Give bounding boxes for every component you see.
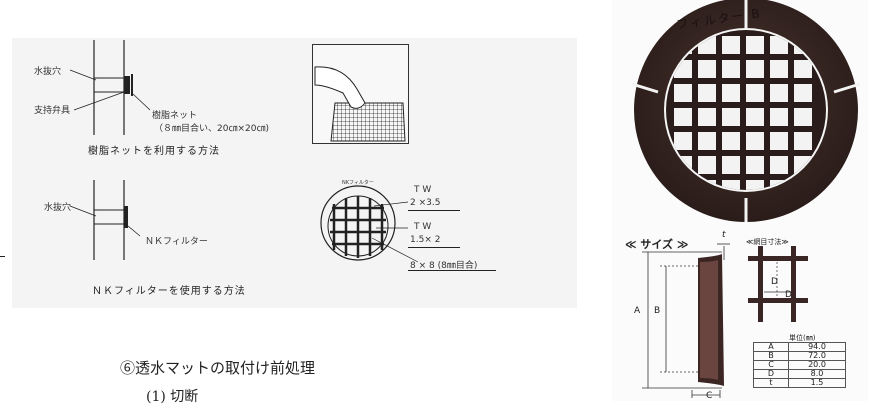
spec-value: 1.5: [788, 378, 846, 388]
tw2-value: 1.5× 2: [410, 235, 441, 245]
dim-a-label: A: [634, 306, 641, 316]
filter-profile-drawing: [642, 243, 730, 398]
tw1-value: 2 ×3.5: [410, 198, 441, 208]
resin-net-caption: 樹脂ネットを利用する方法: [88, 146, 220, 157]
resin-net-spec-label: （８㎜目合い、20㎝×20㎝): [154, 124, 269, 134]
tw1-underline: [408, 210, 460, 211]
scanned-diagram-background: [12, 38, 577, 308]
hand-net-illustration: [312, 44, 409, 144]
section-heading: ⑥透水マットの取付け前処理: [120, 359, 316, 377]
size-title: ≪ サイズ ≫: [625, 238, 689, 251]
resin-net-label: 樹脂ネット: [152, 111, 198, 121]
dim-t-label: t: [722, 230, 726, 240]
spec-key: t: [753, 378, 789, 388]
mesh-title: ≪網目寸法≫: [746, 238, 789, 246]
wall-diagram-nk-filter: [69, 180, 141, 260]
tw1-header: T W: [414, 185, 432, 195]
wall-diagram-resin-net: [69, 40, 151, 135]
dim-d2-label: D: [785, 290, 792, 300]
nk-filter-label: ＮＫフィルター: [145, 237, 208, 247]
mesh-closeup-drawing: [748, 246, 808, 322]
nk-filter-photo: [631, 0, 861, 222]
round-filter-drawing: [320, 185, 419, 263]
unit-label: 単位(㎜): [789, 334, 816, 342]
filter-small-label: NKフィルター: [342, 180, 374, 186]
margin-tick: [0, 256, 5, 257]
mesh-dim-label: 8 × 8 (8㎜目合): [410, 261, 478, 271]
drain-hole-label-1: 水抜穴: [34, 67, 62, 77]
drain-hole-label-2: 水抜穴: [44, 203, 72, 213]
nk-filter-caption: ＮＫフィルターを使用する方法: [92, 286, 246, 297]
dim-d1-label: D: [771, 277, 778, 287]
support-label: 支持弁具: [34, 106, 71, 116]
tw2-header: T W: [414, 222, 432, 232]
mesh-dim-underline: [408, 270, 496, 271]
section-subheading: (1) 切断: [146, 389, 199, 405]
dim-c-label: C: [706, 391, 713, 401]
tw2-underline: [408, 247, 460, 248]
dim-b-label: B: [654, 306, 661, 316]
